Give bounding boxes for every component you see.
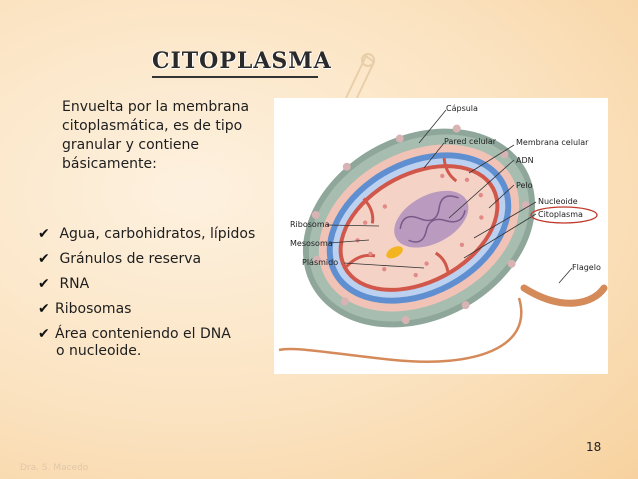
bacterial-cell-illustration bbox=[278, 109, 608, 363]
label-flagelo: Flagelo bbox=[572, 263, 601, 272]
bullet-item: ✔Área conteniendo el DNA bbox=[38, 322, 255, 347]
bacterial-cell-diagram: Cápsula Pared celular Membrana celular A… bbox=[274, 98, 608, 374]
bullet-item: ✔ Gránulos de reserva bbox=[38, 247, 255, 272]
ribosomes bbox=[355, 173, 484, 278]
title-underline bbox=[152, 76, 318, 78]
bullet-list: ✔ Agua, carbohidratos, lípidos ✔ Gránulo… bbox=[38, 222, 255, 347]
pili bbox=[311, 124, 530, 325]
label-ribosoma: Ribosoma bbox=[290, 220, 330, 229]
label-adn: ADN bbox=[516, 156, 534, 165]
bullet-continuation: o nucleoide. bbox=[56, 343, 142, 359]
label-capsula: Cápsula bbox=[446, 104, 478, 113]
mesosome bbox=[345, 253, 376, 268]
label-pared-celular: Pared celular bbox=[444, 137, 497, 146]
bullet-item: ✔Ribosomas bbox=[38, 297, 255, 322]
intro-text: Envuelta por la membrana citoplasmática,… bbox=[62, 99, 250, 172]
plasmid bbox=[386, 246, 403, 259]
label-membrana-celular: Membrana celular bbox=[516, 138, 589, 147]
bullet-item: ✔ RNA bbox=[38, 272, 255, 297]
citoplasma-highlight bbox=[530, 206, 598, 224]
label-citoplasma: Citoplasma bbox=[538, 210, 583, 219]
label-pelo: Pelo bbox=[516, 181, 533, 190]
check-mark-icon: ✔ bbox=[38, 276, 50, 292]
label-nucleoide: Nucleoide bbox=[538, 197, 578, 206]
check-mark-icon: ✔ bbox=[38, 326, 50, 342]
nucleoid bbox=[394, 190, 469, 248]
label-mesosoma: Mesosoma bbox=[290, 239, 333, 248]
slide-title: CITOPLASMA bbox=[152, 48, 332, 74]
label-plasmido: Plásmido bbox=[302, 258, 339, 267]
check-mark-icon: ✔ bbox=[38, 251, 50, 267]
author-footer: Dra. S. Macedo bbox=[20, 463, 89, 473]
flagellum bbox=[520, 284, 608, 307]
pilus bbox=[278, 297, 523, 363]
check-mark-icon: ✔ bbox=[38, 301, 50, 317]
bullet-item: ✔ Agua, carbohidratos, lípidos bbox=[38, 222, 255, 247]
page-number: 18 bbox=[586, 440, 602, 454]
check-mark-icon: ✔ bbox=[38, 226, 50, 242]
